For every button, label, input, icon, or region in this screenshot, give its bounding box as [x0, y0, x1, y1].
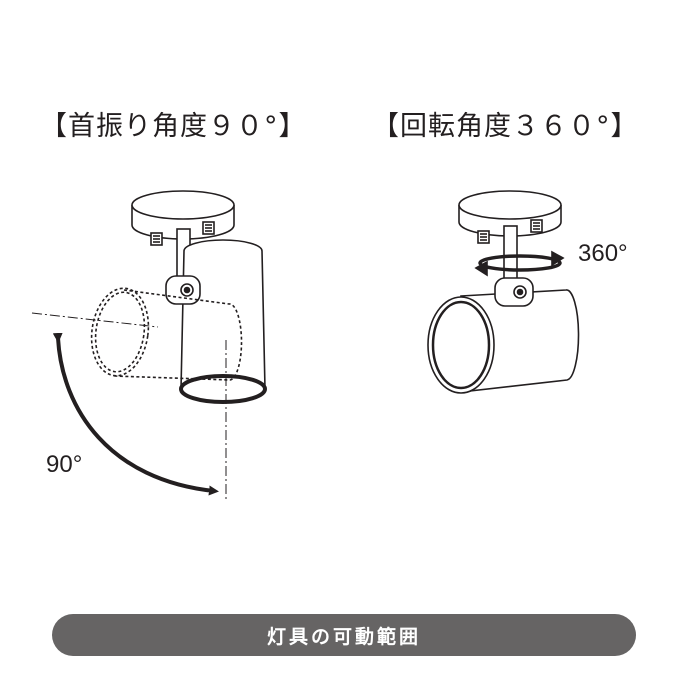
right-canopy-screw-right	[530, 219, 543, 233]
rotation-angle-label: 360°	[578, 240, 628, 267]
swing-light-illustration	[31, 190, 267, 500]
swing-angle-label: 90°	[46, 451, 83, 478]
caption-banner: 灯具の可動範囲	[52, 614, 636, 656]
swing-arrow	[52, 332, 219, 496]
rotation-arrow	[474, 250, 565, 277]
right-cylinder-body	[427, 289, 580, 394]
right-joint-knuckle	[494, 277, 534, 307]
rotation-light-illustration	[427, 190, 580, 394]
right-canopy-screw-left	[477, 230, 490, 244]
caption-text: 灯具の可動範囲	[266, 625, 421, 648]
left-ceiling-canopy	[131, 190, 235, 240]
left-cylinder-body	[179, 239, 267, 404]
rotation-angle-heading: 【回転角度３６０°】	[372, 111, 639, 142]
left-canopy-screw-left	[150, 232, 163, 246]
swing-angle-heading: 【首振り角度９０°】	[40, 111, 307, 142]
left-horizontal-axis	[31, 312, 159, 328]
left-canopy-screw-right	[202, 221, 215, 235]
